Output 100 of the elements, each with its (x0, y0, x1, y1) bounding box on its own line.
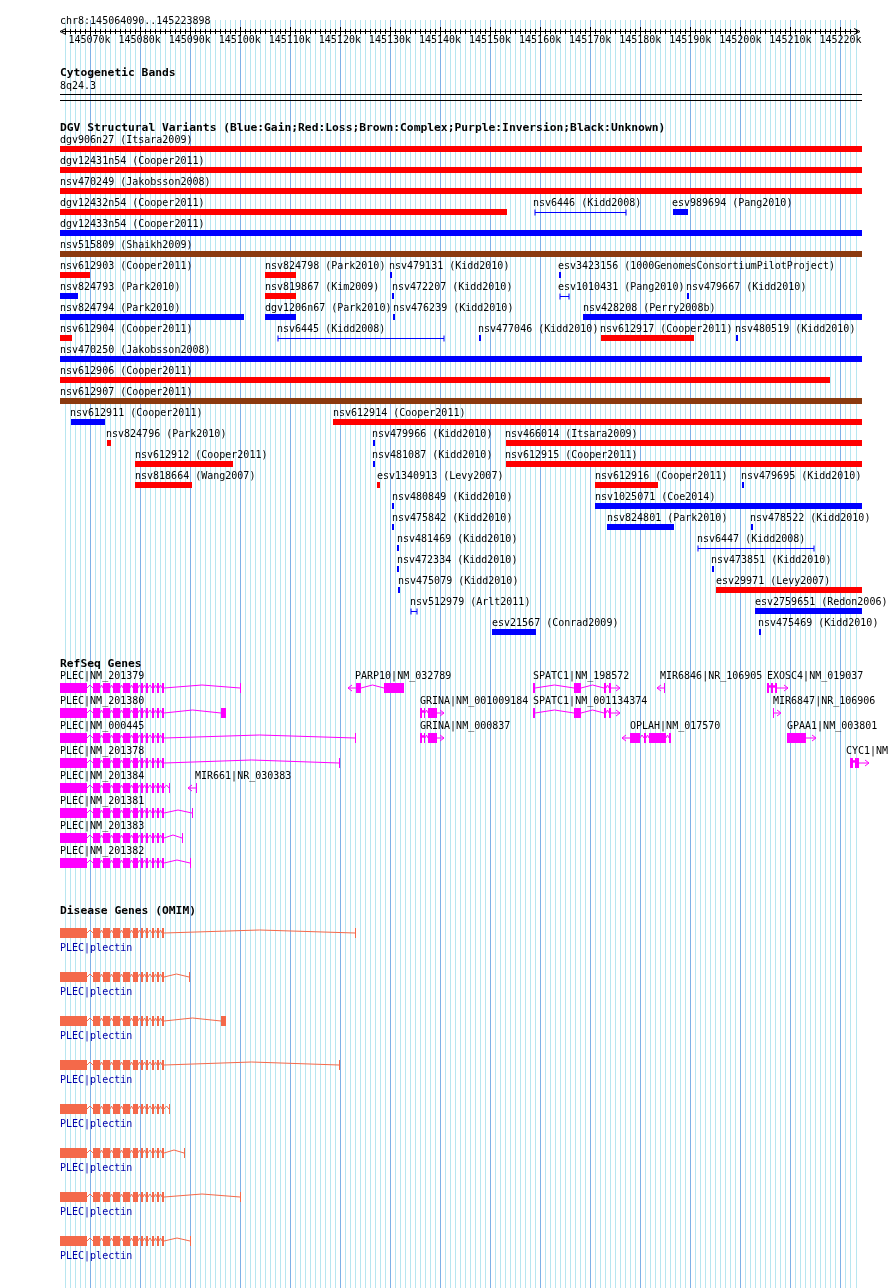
tick-label: 145200k (719, 33, 762, 46)
gene-label: PLEC|NM_201381 (60, 794, 145, 807)
variant-label: nsv470250 (Jakobsson2008) (60, 343, 211, 356)
variant-label: nsv480519 (Kidd2010) (735, 322, 856, 335)
variant-label: nsv477046 (Kidd2010) (478, 322, 599, 335)
tick-label: 145210k (769, 33, 812, 46)
tick-label: 145080k (118, 33, 161, 46)
disease-gene-label: PLEC|plectin (60, 1117, 133, 1130)
tick-label: 145100k (218, 33, 261, 46)
variant-label: nsv481087 (Kidd2010) (372, 448, 493, 461)
variant-label: nsv475079 (Kidd2010) (398, 574, 519, 587)
track-title: DGV Structural Variants (Blue:Gain;Red:Loss;Brown:Complex;Purple:Inversion;Black:Unknown) (60, 121, 666, 134)
variant-label: nsv515809 (Shaikh2009) (60, 238, 193, 251)
variant-label: nsv824801 (Park2010) (607, 511, 728, 524)
gene-label: MIR6847|NR_106906 (773, 694, 876, 707)
tick-label: 145160k (519, 33, 562, 46)
variant-label: dgv1206n67 (Park2010) (265, 301, 392, 314)
variant-label: esv1010431 (Pang2010) (558, 280, 685, 293)
gene-label: CYC1|NM (846, 744, 889, 757)
disease-gene-label: PLEC|plectin (60, 1029, 133, 1042)
track-title: Cytogenetic Bands (60, 66, 176, 79)
variant-label: nsv612917 (Cooper2011) (600, 322, 733, 335)
gene-label: GPAA1|NM_003801 (787, 719, 878, 732)
variant-label: nsv6445 (Kidd2008) (277, 322, 386, 335)
variant-label: nsv472207 (Kidd2010) (392, 280, 513, 293)
gene-label: SPATC1|NM_198572 (533, 669, 630, 682)
tick-label: 145170k (569, 33, 612, 46)
variant-label: dgv12431n54 (Cooper2011) (60, 154, 205, 167)
variant-label: nsv479131 (Kidd2010) (389, 259, 510, 272)
variant-label: dgv12432n54 (Cooper2011) (60, 196, 205, 209)
tick-label: 145110k (268, 33, 311, 46)
variant-label: nsv479667 (Kidd2010) (686, 280, 807, 293)
variant-label: nsv473851 (Kidd2010) (711, 553, 832, 566)
gene-label: EXOSC4|NM_019037 (767, 669, 864, 682)
variant-label: nsv479695 (Kidd2010) (741, 469, 862, 482)
variant-label: esv989694 (Pang2010) (672, 196, 793, 209)
variant-label: dgv12433n54 (Cooper2011) (60, 217, 205, 230)
variant-label: nsv612916 (Cooper2011) (595, 469, 728, 482)
variant-label: nsv612903 (Cooper2011) (60, 259, 193, 272)
variant-label: nsv472334 (Kidd2010) (397, 553, 518, 566)
band-label: 8q24.3 (60, 79, 97, 92)
variant-label: nsv612915 (Cooper2011) (505, 448, 638, 461)
variant-label: nsv612904 (Cooper2011) (60, 322, 193, 335)
variant-label: nsv475842 (Kidd2010) (392, 511, 513, 524)
variant-label: nsv612911 (Cooper2011) (70, 406, 203, 419)
gene-label: PLEC|NM_201378 (60, 744, 145, 757)
gene-label: PLEC|NM_201382 (60, 844, 145, 857)
variant-label: esv3423156 (1000GenomesConsortiumPilotProject) (558, 259, 835, 272)
tick-label: 145070k (68, 33, 111, 46)
tick-label: 145090k (168, 33, 211, 46)
variant-label: nsv475469 (Kidd2010) (758, 616, 879, 629)
gene-label: MIR661|NR_030383 (195, 769, 292, 782)
gene-label: OPLAH|NM_017570 (630, 719, 721, 732)
variant-label: nsv470249 (Jakobsson2008) (60, 175, 211, 188)
variant-label: nsv480849 (Kidd2010) (392, 490, 513, 503)
variant-label: nsv466014 (Itsara2009) (505, 427, 638, 440)
tick-label: 145190k (669, 33, 712, 46)
variant-label: nsv824796 (Park2010) (106, 427, 227, 440)
variant-label: nsv824793 (Park2010) (60, 280, 181, 293)
track-title: RefSeq Genes (60, 657, 142, 670)
variant-label: nsv824794 (Park2010) (60, 301, 181, 314)
variant-label: nsv612906 (Cooper2011) (60, 364, 193, 377)
gene-label: PLEC|NM_201383 (60, 819, 145, 832)
gene-label: PLEC|NM_201379 (60, 669, 145, 682)
variant-label: nsv612912 (Cooper2011) (135, 448, 268, 461)
gene-label: SPATC1|NM_001134374 (533, 694, 648, 707)
gene-label: PLEC|NM_201380 (60, 694, 145, 707)
variant-label: esv2759651 (Redon2006) (755, 595, 888, 608)
tick-label: 145150k (469, 33, 512, 46)
gene-label: PLEC|NM_000445 (60, 719, 145, 732)
tick-label: 145140k (418, 33, 462, 46)
variant-label: nsv612914 (Cooper2011) (333, 406, 466, 419)
gene-label: GRINA|NM_001009184 (420, 694, 529, 707)
variant-label: nsv818664 (Wang2007) (135, 469, 256, 482)
tick-label: 145120k (318, 33, 361, 46)
variant-label: nsv478522 (Kidd2010) (750, 511, 871, 524)
disease-gene-label: PLEC|plectin (60, 1073, 133, 1086)
tick-label: 145180k (619, 33, 662, 46)
tick-label: 145130k (368, 33, 411, 46)
disease-gene-label: PLEC|plectin (60, 1161, 133, 1174)
variant-label: nsv819867 (Kim2009) (265, 280, 380, 293)
position-label: chr8:145064090..145223898 (60, 14, 211, 27)
variant-label: nsv1025071 (Coe2014) (595, 490, 716, 503)
variant-label: esv21567 (Conrad2009) (492, 616, 619, 629)
track-title: Disease Genes (OMIM) (60, 904, 197, 917)
variant-label: nsv6446 (Kidd2008) (533, 196, 642, 209)
gene-label: MIR6846|NR_106905 (660, 669, 763, 682)
gene-label: PARP10|NM_032789 (355, 669, 452, 682)
disease-gene-label: PLEC|plectin (60, 941, 133, 954)
gene-label: PLEC|NM_201384 (60, 769, 145, 782)
variant-label: nsv824798 (Park2010) (265, 259, 386, 272)
variant-label: nsv512979 (Arlt2011) (410, 595, 531, 608)
variant-label: esv1340913 (Levy2007) (377, 469, 504, 482)
variant-label: dgv906n27 (Itsara2009) (60, 133, 193, 146)
variant-label: nsv481469 (Kidd2010) (397, 532, 518, 545)
disease-gene-label: PLEC|plectin (60, 985, 133, 998)
disease-gene-label: PLEC|plectin (60, 1205, 133, 1218)
variant-label: esv29971 (Levy2007) (716, 574, 831, 587)
variant-label: nsv6447 (Kidd2008) (697, 532, 806, 545)
gene-label: GRINA|NM_000837 (420, 719, 511, 732)
